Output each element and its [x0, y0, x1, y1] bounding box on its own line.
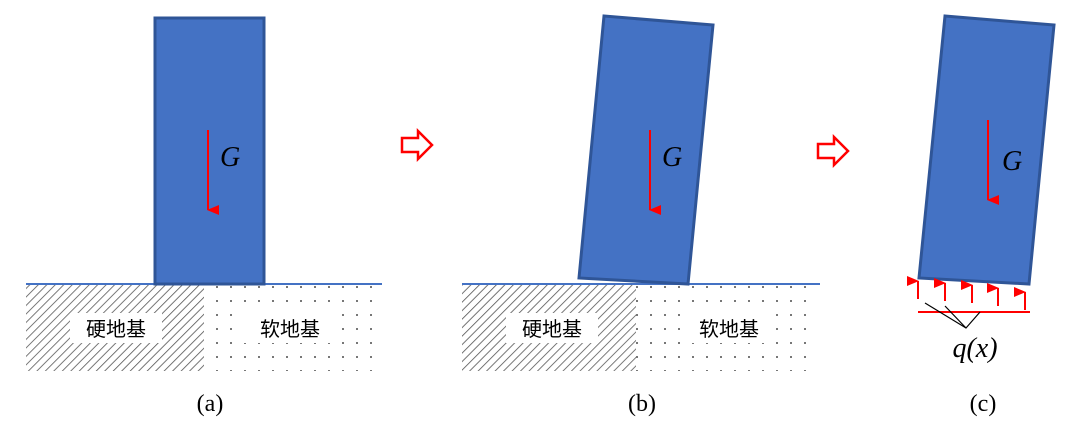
panel-caption: (a) [197, 391, 224, 417]
tilted-building-block [577, 14, 715, 286]
hard-ground-label: 硬地基 [86, 317, 146, 341]
soft-ground-label-bg [683, 313, 775, 343]
hard-ground-label-bg [70, 313, 162, 343]
panel-c: G q(x) (c) [907, 14, 1056, 417]
load-callout-lines [944, 305, 967, 329]
gravity-label: G [662, 142, 682, 173]
hard-ground-label: 硬地基 [522, 317, 582, 341]
soft-ground-label-bg [244, 313, 336, 343]
panel-a: G 硬地基 软地基 (a) [26, 16, 382, 417]
soft-ground-label: 软地基 [699, 317, 759, 341]
panel-b: G 硬地基 软地基 (b) [462, 14, 820, 417]
right-outline-arrow-icon [400, 127, 434, 163]
load-label: q(x) [952, 333, 997, 364]
distributed-load [907, 276, 1030, 329]
panel-caption: (c) [970, 391, 997, 417]
tilted-building-block [917, 14, 1056, 286]
soft-ground-label: 软地基 [260, 317, 320, 341]
building-block [153, 16, 266, 286]
hard-ground-label-bg [506, 313, 598, 343]
gravity-label: G [1002, 146, 1022, 177]
right-outline-arrow-icon [816, 133, 850, 169]
gravity-label: G [220, 142, 240, 173]
load-callout-lines [924, 302, 981, 329]
panel-caption: (b) [628, 391, 656, 417]
